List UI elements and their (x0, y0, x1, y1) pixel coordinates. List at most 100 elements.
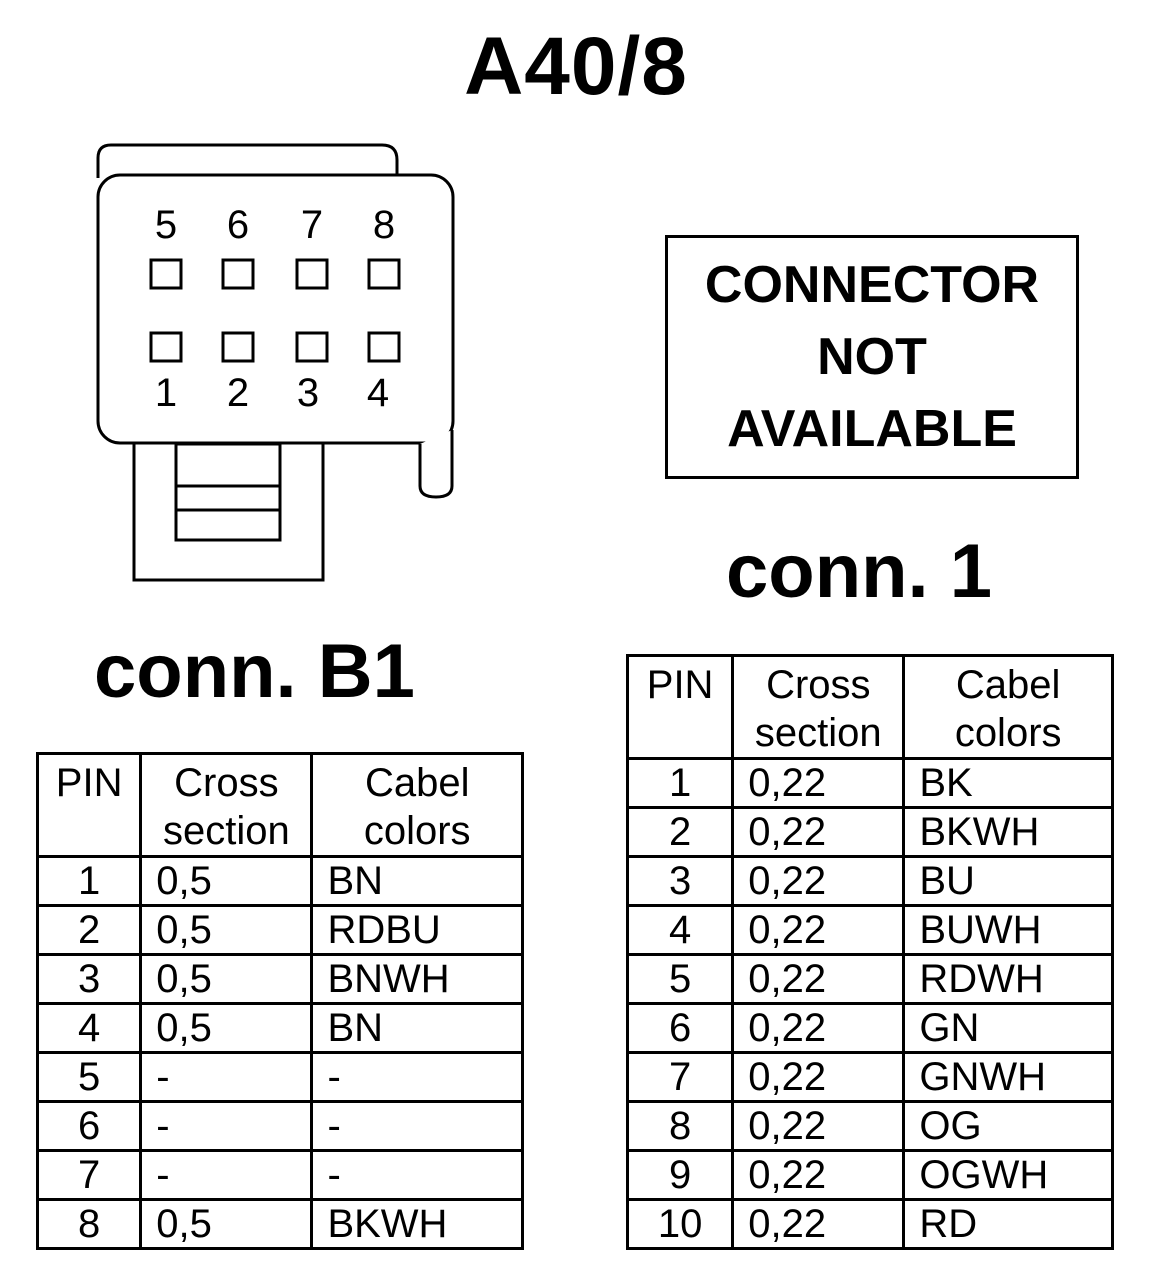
cross-section-cell: 0,5 (139, 953, 314, 1005)
cross-section-cell: 0,22 (731, 953, 906, 1005)
pin-cavity-1 (149, 331, 183, 363)
pin-cell: 5 (625, 953, 735, 1005)
cabel-color-cell: BKWH (902, 806, 1114, 858)
cross-section-cell: - (139, 1149, 314, 1201)
pin-cavities-bottom (149, 331, 401, 363)
cabel-color-cell: BK (902, 757, 1114, 809)
cross-section-cell: - (139, 1051, 314, 1103)
pin-cell: 9 (625, 1149, 735, 1201)
pin-cell: 10 (625, 1198, 735, 1250)
pin-cavity-4 (367, 331, 401, 363)
pin-cell: 4 (625, 904, 735, 956)
cabel-color-cell: OG (902, 1100, 1114, 1152)
pin-cavity-2 (221, 331, 255, 363)
pin-cell: 5 (35, 1051, 143, 1103)
cabel-color-cell: - (310, 1051, 524, 1103)
pin-label: 5 (155, 203, 177, 247)
cabel-color-cell: BNWH (310, 953, 524, 1005)
cross-section-cell: 0,5 (139, 1198, 314, 1250)
table-row: 6-- (35, 1100, 524, 1152)
pin-cell: 1 (35, 855, 143, 907)
conn-b1-label: conn. B1 (94, 629, 415, 714)
cabel-color-cell: OGWH (902, 1149, 1114, 1201)
cross-section-cell: 0,22 (731, 1100, 906, 1152)
cross-section-cell: 0,22 (731, 1002, 906, 1054)
conn-1-label: conn. 1 (726, 529, 993, 614)
header-pin: PIN (35, 752, 143, 858)
pin-cell: 4 (35, 1002, 143, 1054)
pin-cell: 2 (625, 806, 735, 858)
connector-latch (418, 430, 454, 499)
cabel-color-cell: BN (310, 855, 524, 907)
pin-cell: 3 (35, 953, 143, 1005)
na-line: CONNECTOR (704, 256, 1040, 314)
pin-cell: 3 (625, 855, 735, 907)
pin-cavity-7 (295, 258, 329, 290)
pin-cell: 6 (35, 1100, 143, 1152)
pin-label: 4 (367, 371, 389, 415)
pin-label: 6 (227, 203, 249, 247)
cross-section-cell: 0,22 (731, 1149, 906, 1201)
connector-not-available-box: CONNECTOR NOT AVAILABLE (665, 235, 1079, 479)
cabel-color-cell: BU (902, 855, 1114, 907)
na-line: AVAILABLE (727, 400, 1017, 458)
pin-cell: 7 (35, 1149, 143, 1201)
pin-cavity-3 (295, 331, 329, 363)
cross-section-cell: 0,5 (139, 1002, 314, 1054)
header-pin: PIN (625, 654, 735, 760)
cabel-color-cell: RDBU (310, 904, 524, 956)
cross-section-cell: 0,22 (731, 1051, 906, 1103)
table-row: 5-- (35, 1051, 524, 1103)
pin-cell: 7 (625, 1051, 735, 1103)
pin-cell: 8 (35, 1198, 143, 1250)
cabel-color-cell: BUWH (902, 904, 1114, 956)
pin-cell: 1 (625, 757, 735, 809)
na-line: NOT (817, 328, 927, 386)
cabel-color-cell: RDWH (902, 953, 1114, 1005)
pin-label: 7 (301, 203, 323, 247)
pin-cavity-5 (149, 258, 183, 290)
cross-section-cell: 0,22 (731, 757, 906, 809)
cross-section-cell: 0,22 (731, 855, 906, 907)
connector-body (96, 173, 455, 445)
pin-cavity-8 (367, 258, 401, 290)
cabel-color-cell: GN (902, 1002, 1114, 1054)
pin-cell: 6 (625, 1002, 735, 1054)
cabel-color-cell: BKWH (310, 1198, 524, 1250)
pin-label: 3 (297, 371, 319, 415)
cabel-color-cell: - (310, 1100, 524, 1152)
connector-rear-outline (96, 143, 399, 178)
cross-section-cell: 0,5 (139, 904, 314, 956)
table-row: 7-- (35, 1149, 524, 1201)
pin-cavities-top (149, 258, 401, 290)
pin-cavity-6 (221, 258, 255, 290)
pin-label: 2 (227, 371, 249, 415)
connector-exit-inner (174, 442, 282, 542)
page-title: A40/8 (464, 21, 688, 112)
cabel-color-cell: - (310, 1149, 524, 1201)
cross-section-cell: - (139, 1100, 314, 1152)
cabel-color-cell: GNWH (902, 1051, 1114, 1103)
connector-cable-exit (132, 444, 325, 582)
